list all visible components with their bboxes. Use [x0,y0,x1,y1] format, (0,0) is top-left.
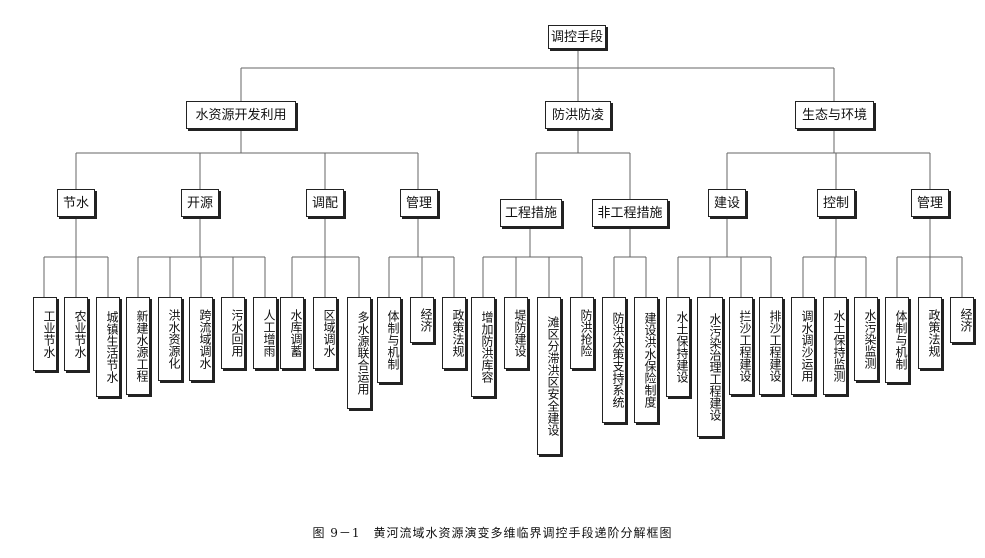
connector [137,217,266,297]
leaf-policy-regulation-eco: 政策法规 [918,297,942,369]
leaf-pollution-treatment: 水污染治理工程建设 [697,297,723,437]
leaf-inter-basin: 跨流域调水 [189,297,213,381]
connector [535,129,631,199]
node-engineering: 工程措施 [500,199,562,227]
connector [43,217,109,297]
leaf-flood-insurance: 建设洪水保险制度 [634,297,658,423]
leaf-urban-saving: 城镇生活节水 [96,297,120,397]
connector [482,227,583,297]
leaf-flood-resource: 洪水资源化 [158,297,182,381]
leaf-agricultural-saving: 农业节水 [64,297,88,371]
figure-caption: 图 9－1 黄河流域水资源演变多维临界调控手段递阶分解框图 [312,526,673,540]
leaf-policy-regulation: 政策法规 [442,297,466,369]
leaf-flood-storage-capacity: 增加防洪库容 [471,297,495,397]
leaf-economy-eco: 经济 [950,297,974,343]
leaf-floodplain-safety: 滩区分滞洪区安全建设 [537,297,561,455]
node-manage-eco: 管理 [911,189,949,217]
connector [726,129,931,189]
connector [75,129,419,189]
leaf-economy: 经济 [410,297,434,343]
connector [896,217,963,297]
leaf-sewage-reuse: 污水回用 [221,297,245,369]
root-node: 调控手段 [548,25,606,49]
leaf-pollution-monitoring: 水污染监测 [854,297,878,381]
node-control: 控制 [817,189,855,217]
leaf-sediment-retention: 拦沙工程建设 [729,297,753,395]
leaf-sediment-discharge: 排沙工程建设 [759,297,783,395]
node-allocate: 调配 [306,189,344,217]
leaf-soil-conservation-construction: 水土保持建设 [666,297,690,397]
leaf-decision-support: 防洪决策支持系统 [602,297,626,423]
leaf-reservoir-storage: 水库调蓄 [280,297,304,369]
leaf-industrial-saving: 工业节水 [33,297,57,371]
leaf-flood-rescue: 防洪抢险 [570,297,594,369]
connector [240,49,835,101]
node-non-engineering: 非工程措施 [592,199,668,227]
leaf-levee-construction: 堤防建设 [504,297,528,369]
connector [802,217,867,297]
node-construction: 建设 [708,189,746,217]
leaf-artificial-rain: 人工增雨 [253,297,277,369]
node-water-resources: 水资源开发利用 [186,101,296,129]
leaf-multi-source: 多水源联合运用 [347,297,371,409]
leaf-water-sediment-regulation: 调水调沙运用 [791,297,815,395]
leaf-soil-conservation-monitoring: 水土保持监测 [823,297,847,395]
node-develop: 开源 [181,189,219,217]
connector [677,217,772,297]
leaf-regional-transfer: 区域调水 [313,297,337,369]
node-ecology: 生态与环境 [795,101,874,129]
node-flood-control: 防洪防凌 [545,101,611,129]
node-manage-water: 管理 [400,189,438,217]
leaf-system-mechanism: 体制与机制 [377,297,401,383]
connector [291,217,360,297]
node-saving: 节水 [57,189,95,217]
leaf-new-source: 新建水源工程 [126,297,150,395]
connector [613,227,647,297]
leaf-system-mechanism-eco: 体制与机制 [885,297,909,383]
connector [388,217,455,297]
